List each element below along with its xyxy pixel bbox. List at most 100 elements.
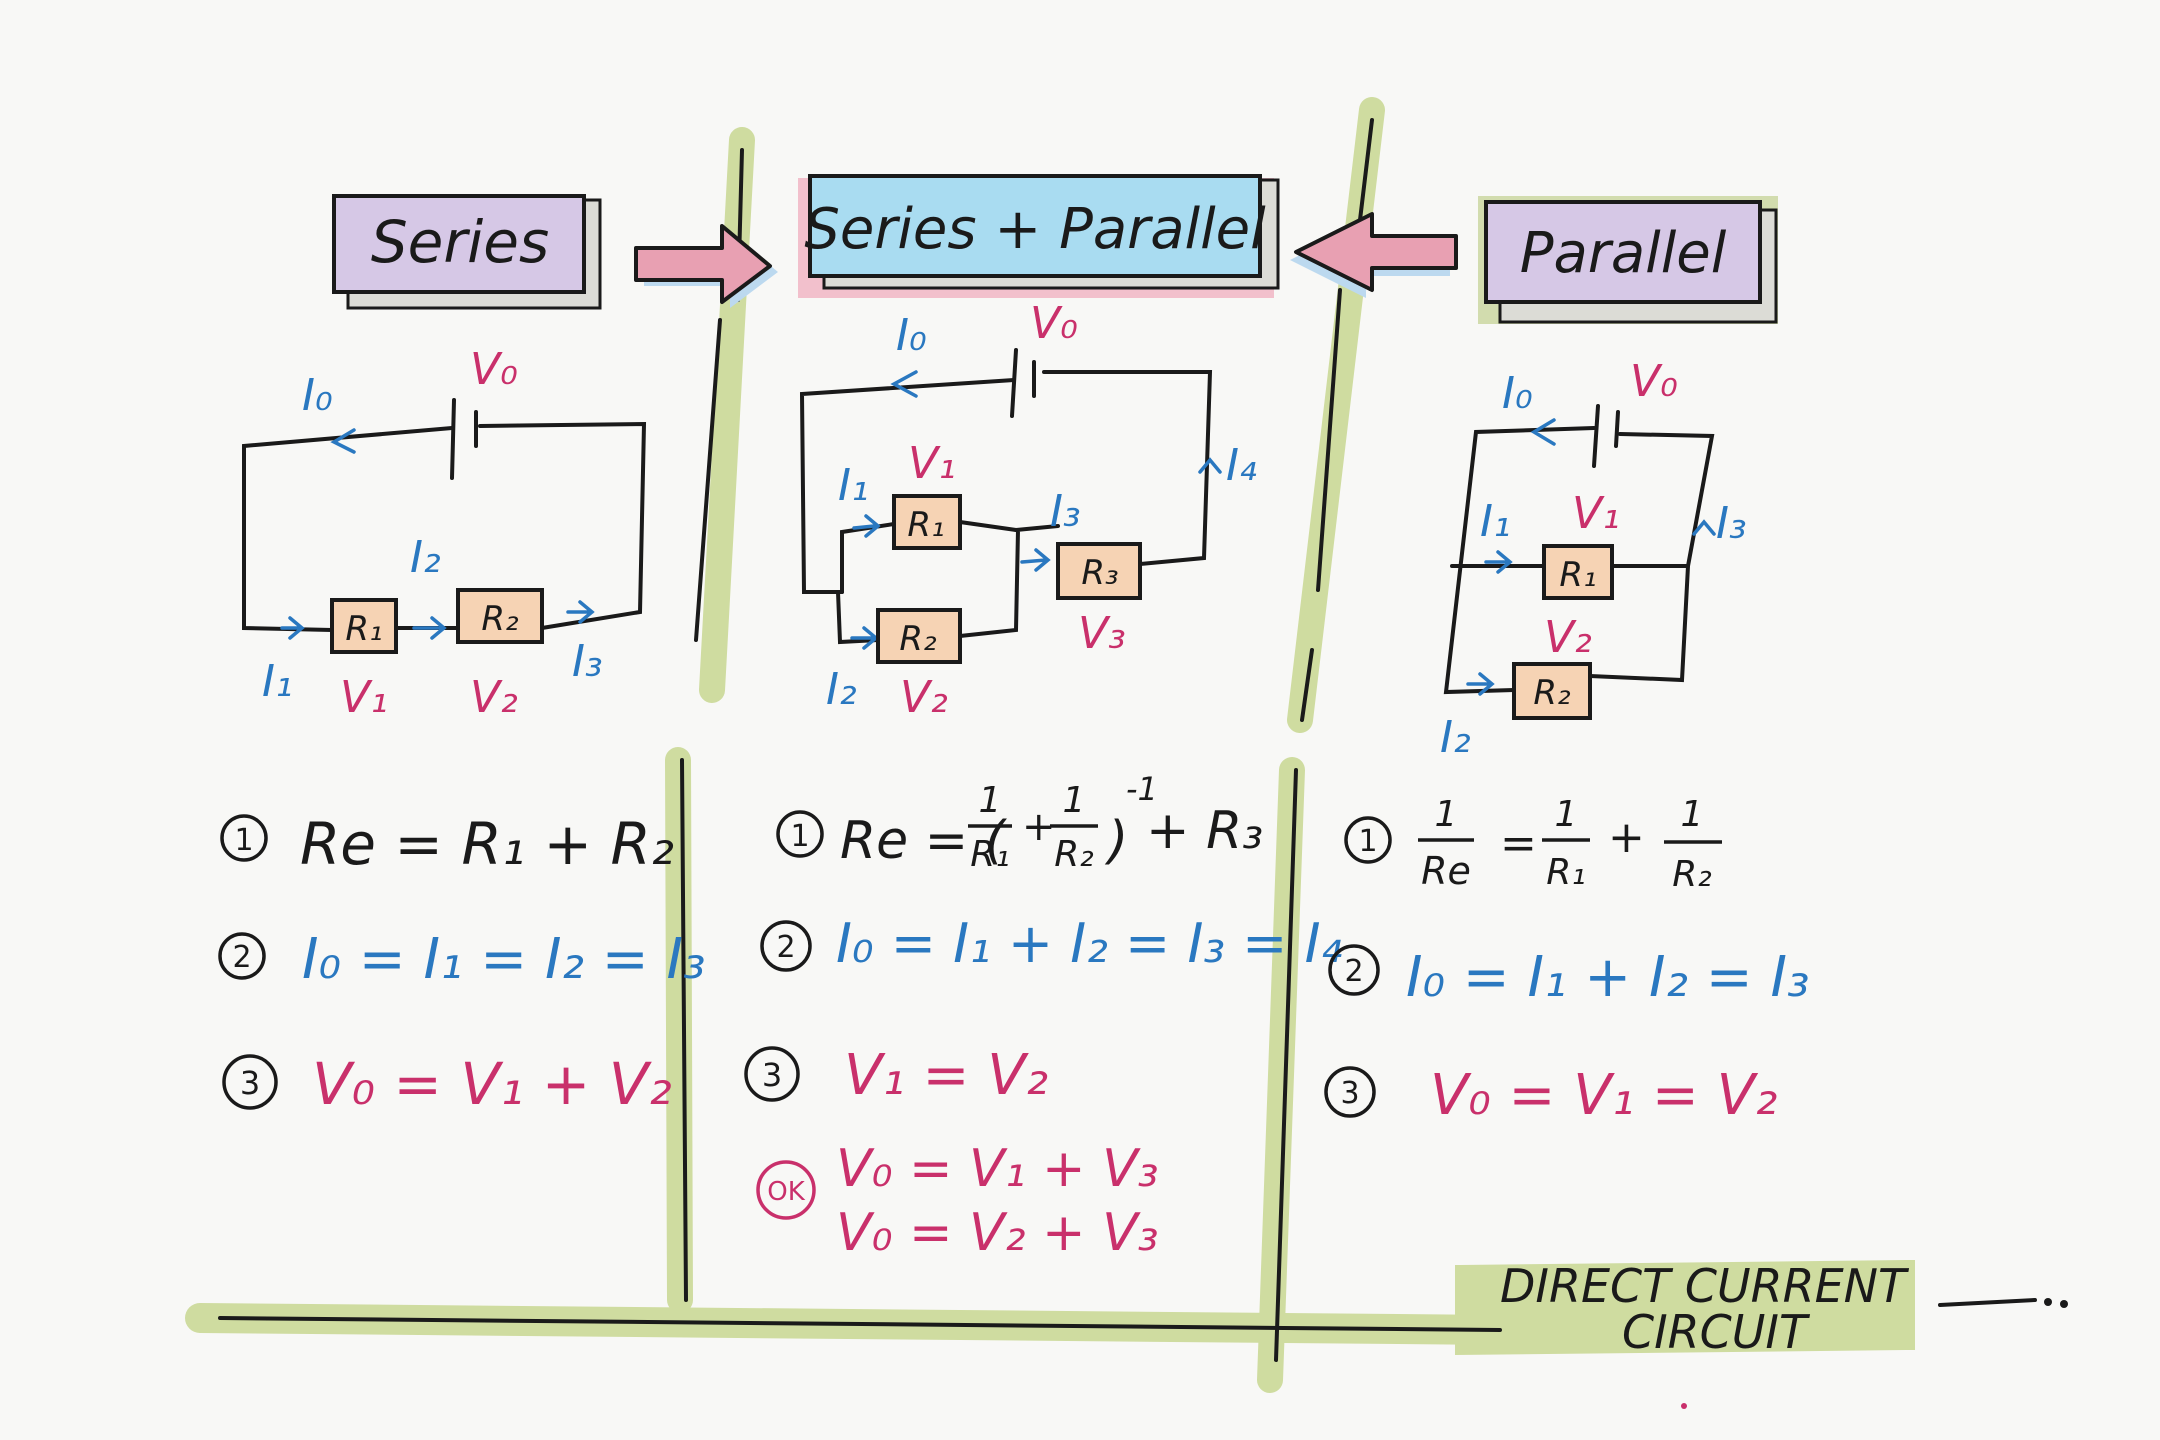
series-label-V0: V₀ [470,344,518,395]
series-equations: 1 2 3 Re = R₁ + R₂ I₀ = I₁ = I₂ = I₃ V₀ … [218,810,705,1118]
divider-line-2 [1358,118,1374,222]
divider-lines [218,118,2037,1362]
right-arrow-icon [634,224,778,308]
parallel-label-I3: I₃ [1716,498,1747,549]
parallel-arrow-I3-icon [1692,519,1716,536]
parallel-title: Parallel [1520,221,1727,286]
combo-eq-frac1-den: R₁ [970,834,1009,875]
series-eq-voltage: V₀ = V₁ + V₂ [312,1050,672,1118]
series-banner: Series [332,194,602,310]
combo-arrow-I0-icon [890,370,918,398]
parallel-label-R2: R₂ [1533,673,1571,713]
parallel-arrow-I2-icon [1466,672,1495,696]
parallel-label-I0: I₀ [1502,368,1533,419]
series-label-R2: R₂ [481,599,519,639]
combo-label-I4: I₄ [1226,440,1257,491]
combo-arrow-I3-icon [1020,548,1051,572]
series-label-V2: V₂ [470,672,518,723]
divider-line-4 [1274,768,1298,1362]
combo-eq-voltage-parallel: V₁ = V₂ [844,1043,1048,1108]
combo-eq-voltage-sum-1: V₀ = V₁ + V₃ [836,1139,1159,1199]
combo-ok-marker [756,1160,816,1220]
series-wire-loop [242,421,647,632]
series-resistor-R1 [330,598,398,654]
combo-eq-resistance-lhs: Re = ( [840,811,1008,871]
parallel-eq-voltage: V₀ = V₁ = V₂ [1430,1063,1777,1128]
parallel-eq-num-3: 3 [1340,1076,1359,1111]
combo-label-R1: R₁ [907,505,944,545]
combo-title: Series + Parallel [804,197,1266,262]
combo-arrow-I4-icon [1198,457,1222,474]
combo-label-R3: R₃ [1081,553,1118,593]
series-battery-long [450,398,456,480]
combo-equations: 1 2 3 OK Re = ( 1 R₁ + 1 R₂ ) -1 + R₃ I₀… [744,770,1343,1263]
combo-resistor-R3 [1056,542,1142,600]
footer-caption: DIRECT CURRENT CIRCUIT [1500,1259,1910,1359]
series-eq-num-2: 2 [232,940,251,975]
series-label-I3: I₃ [572,636,603,687]
series-eq-resistance: Re = R₁ + R₂ [300,810,674,878]
combo-eq-resistance-rhs: ) [1104,811,1128,871]
combo-label-V2: V₂ [900,672,948,723]
series-label-I2: I₂ [410,532,441,583]
combo-eq-resistance-tail: + R₃ [1146,801,1263,861]
series-label-I1: I₁ [262,656,293,707]
combo-label-R2: R₂ [899,619,937,659]
parallel-banner-box [1484,200,1762,304]
parallel-resistor-R1 [1542,544,1614,600]
combo-label-I3: I₃ [1050,486,1081,537]
series-label-V1: V₁ [340,672,388,723]
parallel-eq-current: I₀ = I₁ + I₂ = I₃ [1406,945,1809,1010]
combo-circuit: R₁ R₂ R₃ I₀ V₀ I₁ V₁ I₃ I₄ V₃ I₂ V₂ [799,298,1257,723]
combo-eq-frac2-den: R₂ [1054,834,1093,875]
combo-label-I2: I₂ [826,664,857,715]
parallel-label-I2: I₂ [1440,712,1471,763]
combo-banner: Series + Parallel [798,174,1280,298]
parallel-eq-frac2-num: 1 [1681,794,1704,835]
combo-eq-marker-3 [744,1046,800,1102]
parallel-arrow-I0-icon [1530,418,1556,446]
series-label-I0: I₀ [302,370,333,421]
combo-resistor-R2 [876,608,962,664]
combo-eq-frac1-num: 1 [979,780,1002,821]
parallel-eq-num-1: 1 [1358,824,1377,859]
divider-line-1b [694,318,722,642]
combo-eq-voltage-sum-2: V₀ = V₂ + V₃ [836,1203,1159,1263]
combo-eq-num-3: 3 [762,1056,782,1094]
combo-eq-current: I₀ = I₁ + I₂ = I₃ = I₄ [836,912,1343,975]
parallel-eq-marker-2 [1328,944,1380,996]
combo-label-V3: V₃ [1078,608,1126,659]
parallel-eq-marker-1 [1344,816,1392,864]
parallel-label-V1: V₁ [1572,488,1620,539]
divider-line-3 [680,758,688,1302]
parallel-eq-frac1-num: 1 [1555,794,1578,835]
parallel-wire-loop [1443,426,1715,695]
combo-eq-marker-2 [760,920,812,972]
parallel-battery-short [1614,410,1620,448]
series-circuit: R₁ R₂ I₀ V₀ I₂ I₁ V₁ V₂ I₃ [242,344,647,723]
divider-line-2c [1300,648,1314,722]
parallel-arrow-I1-icon [1484,550,1513,574]
series-banner-box [332,194,586,294]
combo-ok-label: OK [767,1177,805,1207]
combo-eq-marker-1 [776,810,824,858]
combo-label-V0: V₀ [1030,298,1078,349]
combo-eq-num-1: 1 [790,819,809,854]
parallel-eq-lhs-den: Re [1421,849,1471,893]
combo-wire-loop [799,370,1213,645]
series-title: Series [371,208,549,276]
series-eq-marker-1 [220,814,268,862]
series-arrow-I1-icon [280,616,305,640]
parallel-equations: 1 2 3 1 Re = 1 R₁ + 1 R₂ I₀ = I₁ + I₂ = … [1324,794,1809,1128]
combo-eq-frac2-num: 1 [1063,780,1086,821]
series-eq-marker-2 [218,932,266,980]
parallel-banner: Parallel [1478,196,1778,324]
parallel-label-R1: R₁ [1559,555,1596,595]
footer-highlight [1455,1259,1915,1356]
combo-eq-num-2: 2 [776,930,795,965]
series-arrow-I3-icon [566,600,595,624]
footer-dot-2 [2060,1300,2068,1308]
footer-line-2: CIRCUIT [1622,1305,1811,1359]
parallel-eq-lhs-num: 1 [1435,794,1458,835]
